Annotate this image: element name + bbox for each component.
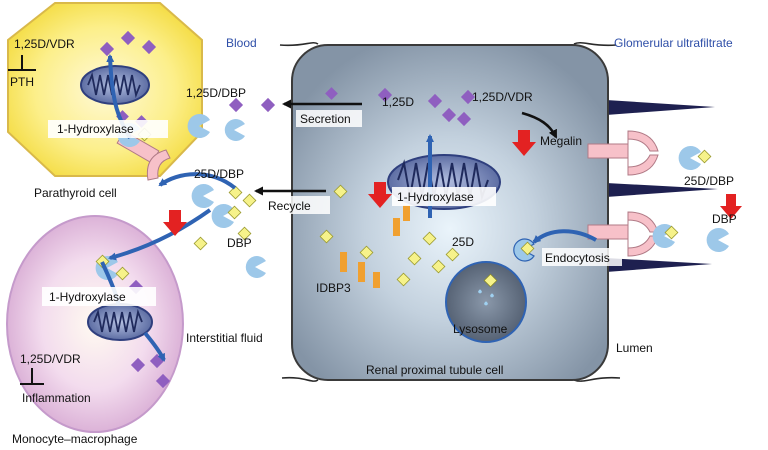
renal-hydroxylase-label: 1-Hydroxylase [397, 190, 474, 204]
monocyte-hydroxylase-label: 1-Hydroxylase [49, 290, 126, 304]
inflammation-label: Inflammation [22, 391, 91, 405]
label-bg [264, 196, 330, 214]
mitochondrion-monocyte [87, 303, 153, 341]
monocyte-cell-label: Monocyte–macrophage [12, 432, 138, 446]
monocyte-vdr-label: 1,25D/VDR [20, 352, 81, 366]
dbp-label: DBP [227, 236, 252, 250]
parathyroid-vdr-label: 1,25D/VDR [14, 37, 75, 51]
label-bg [48, 120, 168, 138]
megalin-label: Megalin [540, 134, 582, 148]
calcidiol-diamonds [95, 127, 712, 287]
secretion-label: Secretion [300, 112, 351, 126]
dbp-molecules [95, 113, 729, 280]
decrease-arrows [163, 130, 742, 236]
black-flow-arrows [254, 99, 558, 196]
lysosome-label: Lysosome [453, 322, 508, 336]
recycle-label: Recycle [268, 199, 311, 213]
renal-cell-label: Renal proximal tubule cell [366, 363, 503, 377]
pth-label: PTH [10, 75, 34, 89]
interstitial-fluid-label: Interstitial fluid [186, 331, 263, 345]
megalin-receptor-top [587, 130, 659, 176]
parathyroid-hydroxylase-label: 1-Hydroxylase [57, 122, 134, 136]
endocytosis-label: Endocytosis [545, 251, 610, 265]
blood-label: Blood [226, 36, 257, 50]
lumen-label: Lumen [616, 341, 653, 355]
calcitriol-dbp-label: 1,25D/DBP [186, 86, 246, 100]
renal-calcidiol-label: 25D [452, 235, 474, 249]
lumen-calcidiol-dbp-label: 25D/DBP [684, 174, 734, 188]
renal-proximal-tubule-cell [279, 41, 718, 382]
calcidiol-dbp-label: 25D/DBP [194, 167, 244, 181]
idbp3-proteins [340, 205, 410, 288]
label-bg [42, 287, 156, 306]
label-bg [392, 187, 496, 206]
lysosome [445, 261, 527, 343]
parathyroid-cell-label: Parathyroid cell [34, 186, 117, 200]
lumen-dbp-label: DBP [712, 212, 737, 226]
mitochondrion-parathyroid [80, 65, 150, 105]
megalin-receptor-bottom [587, 211, 659, 257]
inhibition-symbols [8, 55, 44, 385]
label-bg [296, 110, 362, 127]
renal-vdr-label: 1,25D/VDR [472, 90, 533, 104]
label-bg [542, 248, 622, 266]
glomerular-ultrafiltrate-label: Glomerular ultrafiltrate [614, 36, 733, 50]
idbp3-label: IDBP3 [316, 281, 351, 295]
renal-calcitriol-label: 1,25D [382, 95, 414, 109]
